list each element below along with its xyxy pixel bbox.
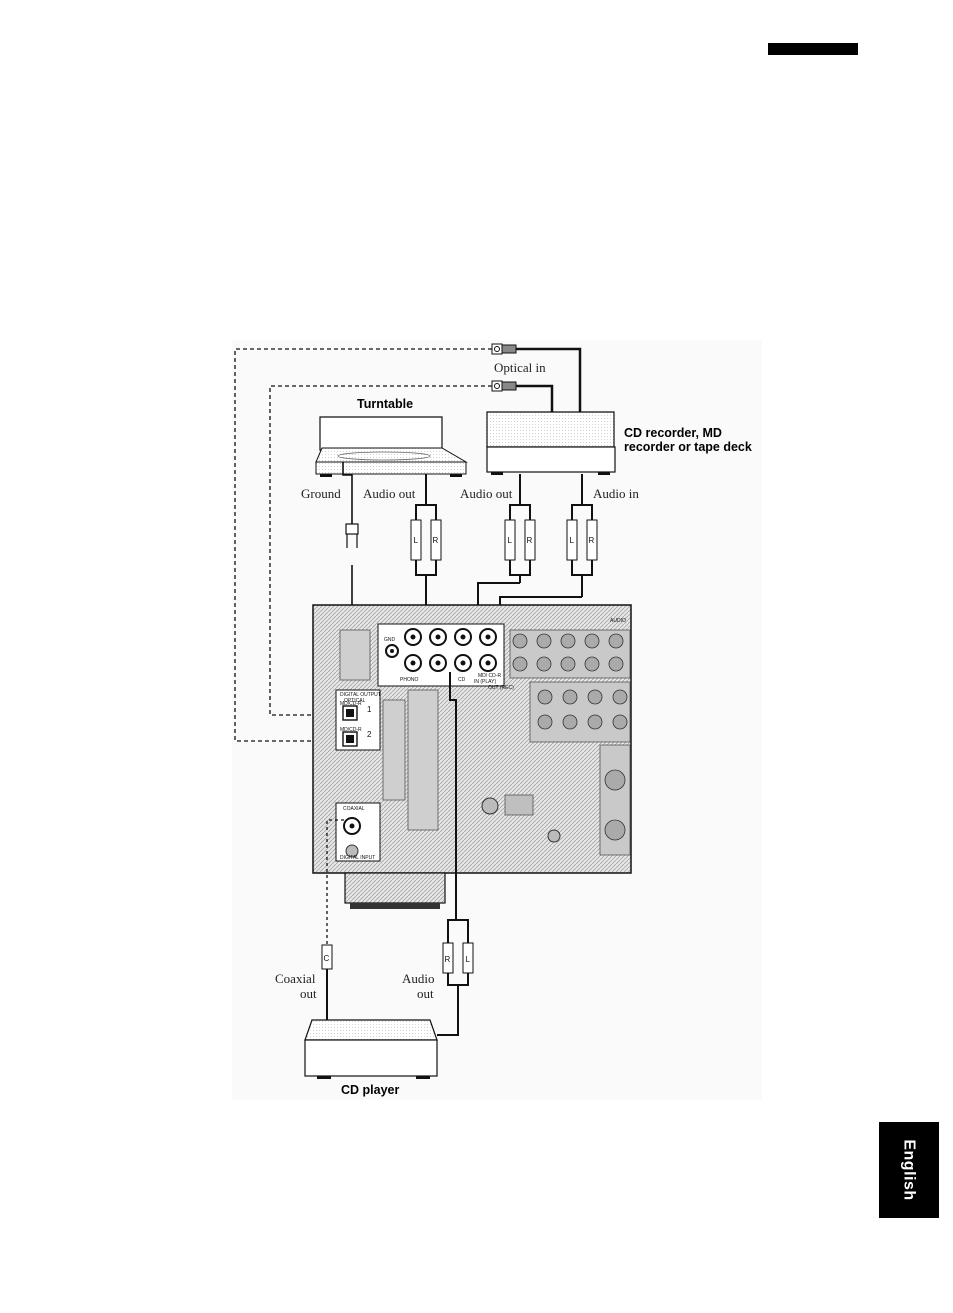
cd-player-label: CD player (341, 1083, 399, 1097)
turntable-label: Turntable (357, 397, 413, 411)
optical-in-label: Optical in (494, 360, 546, 375)
coaxial-out-label-2: out (300, 986, 317, 1001)
recorder-device (487, 412, 615, 475)
cd-plug-l: L (463, 943, 473, 973)
panel-phono-label: PHONO (400, 677, 418, 683)
svg-text:C: C (324, 954, 330, 963)
cd-player-device (305, 1020, 437, 1079)
svg-text:R: R (433, 536, 439, 545)
panel-md-cdr-2-label: MD/CD-R (340, 727, 362, 733)
panel-cd-label: CD (458, 677, 466, 683)
recorder-label-line2: recorder or tape deck (624, 440, 752, 454)
receiver-rear-panel (313, 605, 631, 909)
panel-gnd-label: GND (384, 637, 396, 643)
panel-md-cdr-1-label: MD/CD-R (340, 701, 362, 707)
svg-text:R: R (527, 536, 533, 545)
turntable-audio-out-label: Audio out (363, 486, 416, 501)
optical-plug-1 (492, 344, 516, 354)
turntable-plug-l: L (411, 520, 421, 560)
panel-audio-label: AUDIO (610, 618, 626, 624)
cd-audio-out-label-1: Audio (402, 971, 435, 986)
svg-text:R: R (445, 955, 451, 964)
ground-label: Ground (301, 486, 341, 501)
recorder-out-plug-r: R (525, 520, 535, 560)
svg-text:L: L (414, 536, 419, 545)
panel-coaxial-label: COAXIAL (343, 806, 365, 812)
panel-num-1: 1 (367, 705, 372, 714)
turntable-plug-r: R (431, 520, 441, 560)
coaxial-out-label-1: Coaxial (275, 971, 316, 986)
panel-out-rec-label: OUT (REC) (488, 685, 514, 691)
cd-audio-out-label-2: out (417, 986, 434, 1001)
recorder-label-line1: CD recorder, MD (624, 426, 722, 440)
svg-text:L: L (570, 536, 575, 545)
cd-plug-r: R (443, 943, 453, 973)
recorder-in-plug-l: L (567, 520, 577, 560)
cd-coaxial-plug: C (322, 945, 332, 969)
svg-text:L: L (466, 955, 471, 964)
panel-md-cdr-label: MD/ CD-R (478, 673, 501, 679)
recorder-audio-in-label: Audio in (593, 486, 639, 501)
svg-text:L: L (508, 536, 513, 545)
svg-text:R: R (589, 536, 595, 545)
recorder-in-plug-r: R (587, 520, 597, 560)
recorder-out-plug-l: L (505, 520, 515, 560)
recorder-audio-out-label: Audio out (460, 486, 513, 501)
optical-plug-2 (492, 381, 516, 391)
panel-num-2: 2 (367, 730, 372, 739)
panel-digital-input-label: DIGITAL INPUT (340, 855, 375, 861)
